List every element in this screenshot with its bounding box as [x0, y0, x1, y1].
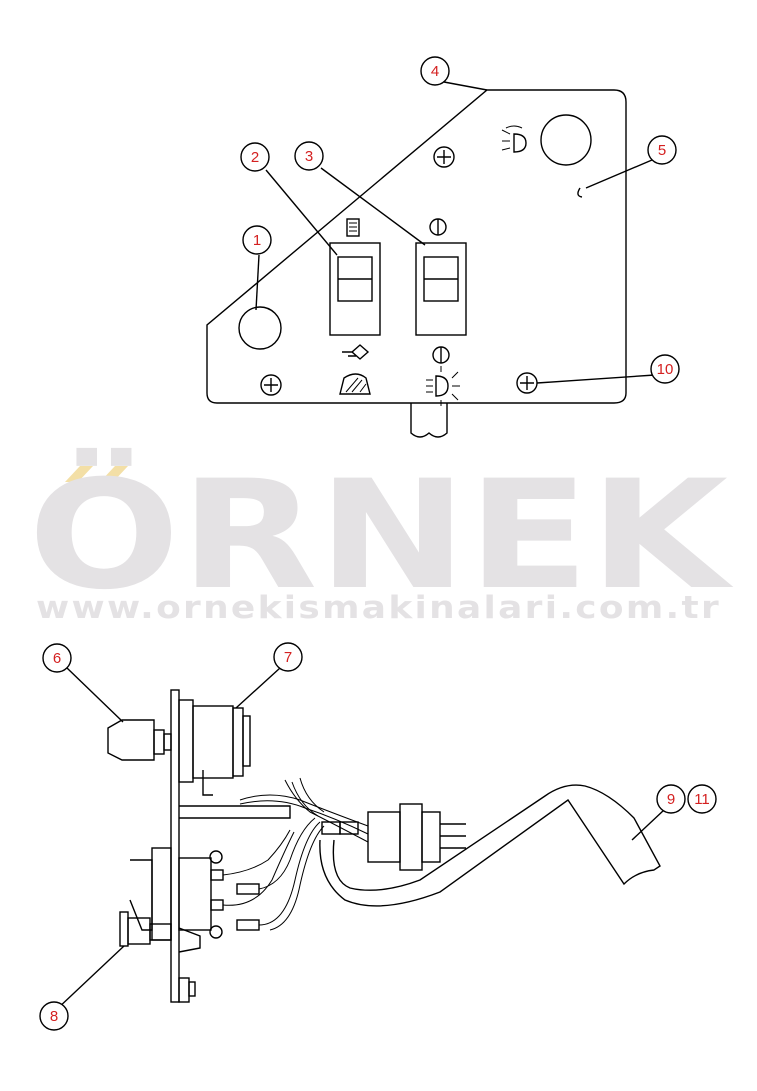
mounting-stud-tip — [188, 981, 196, 997]
mounting-stud — [178, 977, 190, 1003]
switch-panel-side-view — [107, 689, 661, 1003]
screw-bottom-right — [516, 372, 538, 394]
callout-1: 1 — [242, 225, 272, 255]
watermark-url: www.ornekismakinalari.com.tr — [36, 590, 721, 626]
svg-text:1: 1 — [253, 232, 261, 249]
side-plate — [170, 689, 180, 1003]
switch-panel-front-view — [206, 89, 627, 438]
wiper-washer-icon — [339, 373, 371, 395]
wire-bundle — [222, 777, 369, 931]
cable-harness — [319, 784, 661, 907]
svg-text:4: 4 — [431, 63, 439, 80]
callout-10: 10 — [650, 354, 680, 384]
callout-8: 8 — [39, 1001, 69, 1031]
push-button — [119, 911, 201, 953]
svg-text:11: 11 — [694, 791, 710, 808]
svg-text:10: 10 — [657, 361, 674, 378]
watermark-accent-right — [100, 466, 128, 482]
wire-connector — [321, 803, 466, 871]
callout-7: 7 — [273, 642, 303, 672]
rocker-switch-right — [415, 242, 467, 336]
light-icon — [432, 346, 450, 364]
beacon-icon — [342, 344, 370, 360]
callout-2: 2 — [240, 142, 270, 172]
screw-top — [433, 146, 455, 168]
watermark-brand: ÖRNEK — [28, 447, 734, 623]
fuel-icon — [346, 218, 360, 237]
svg-text:9: 9 — [667, 791, 675, 808]
callout-9: 9 — [656, 784, 686, 814]
svg-text:2: 2 — [251, 149, 259, 166]
panel-hole-right — [540, 114, 592, 166]
work-lamp-icon — [426, 366, 460, 406]
callout-5: 5 — [647, 135, 677, 165]
headlight-icon — [501, 125, 527, 153]
rocker-switch-left — [329, 242, 381, 336]
horizontal-bracket — [179, 805, 291, 819]
callout-4: 4 — [420, 56, 450, 86]
svg-text:3: 3 — [305, 148, 313, 165]
screw-bottom-left — [260, 374, 282, 396]
panel-stem — [410, 403, 448, 438]
knob-assembly — [107, 719, 172, 761]
watermark-accent-left — [65, 466, 93, 482]
ignition-switch-body — [178, 699, 251, 796]
svg-text:6: 6 — [53, 650, 61, 667]
svg-text:8: 8 — [50, 1008, 58, 1025]
leader-lines — [55, 81, 665, 1011]
power-symbol-icon — [429, 218, 447, 236]
callout-3: 3 — [294, 141, 324, 171]
svg-text:7: 7 — [284, 649, 292, 666]
panel-hole-left — [238, 306, 282, 350]
panel-outline — [206, 89, 627, 404]
panel-clip — [577, 187, 583, 198]
callout-11: 11 — [687, 784, 717, 814]
svg-text:5: 5 — [658, 142, 666, 159]
callout-6: 6 — [42, 643, 72, 673]
watermark: ÖRNEK www.ornekismakinalari.com.tr — [28, 447, 734, 626]
